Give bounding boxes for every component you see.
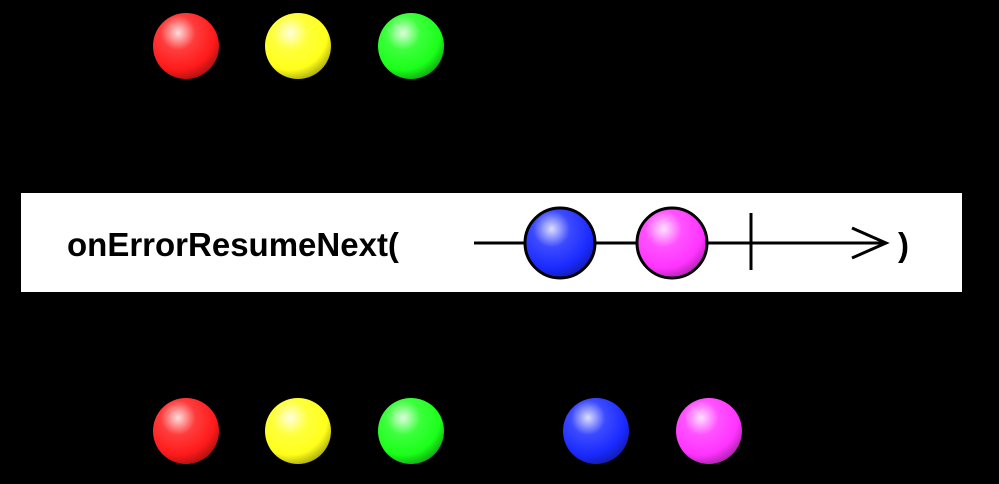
green-marble: [378, 398, 444, 464]
yellow-marble: [265, 398, 331, 464]
magenta-marble: [676, 398, 742, 464]
red-marble: [153, 398, 219, 464]
operator-box: onErrorResumeNext( ): [21, 193, 962, 292]
source-stream: [153, 13, 444, 79]
resume-stream: [474, 206, 890, 280]
operator-closing-paren: ): [898, 226, 909, 263]
blue-marble: [563, 398, 629, 464]
blue-marble: [523, 206, 597, 280]
output-stream: [153, 398, 742, 464]
red-marble: [153, 13, 219, 79]
timeline-arrow-head: [851, 226, 890, 260]
yellow-marble: [265, 13, 331, 79]
operator-label: onErrorResumeNext(: [67, 226, 399, 263]
magenta-marble: [635, 206, 709, 280]
green-marble: [378, 13, 444, 79]
